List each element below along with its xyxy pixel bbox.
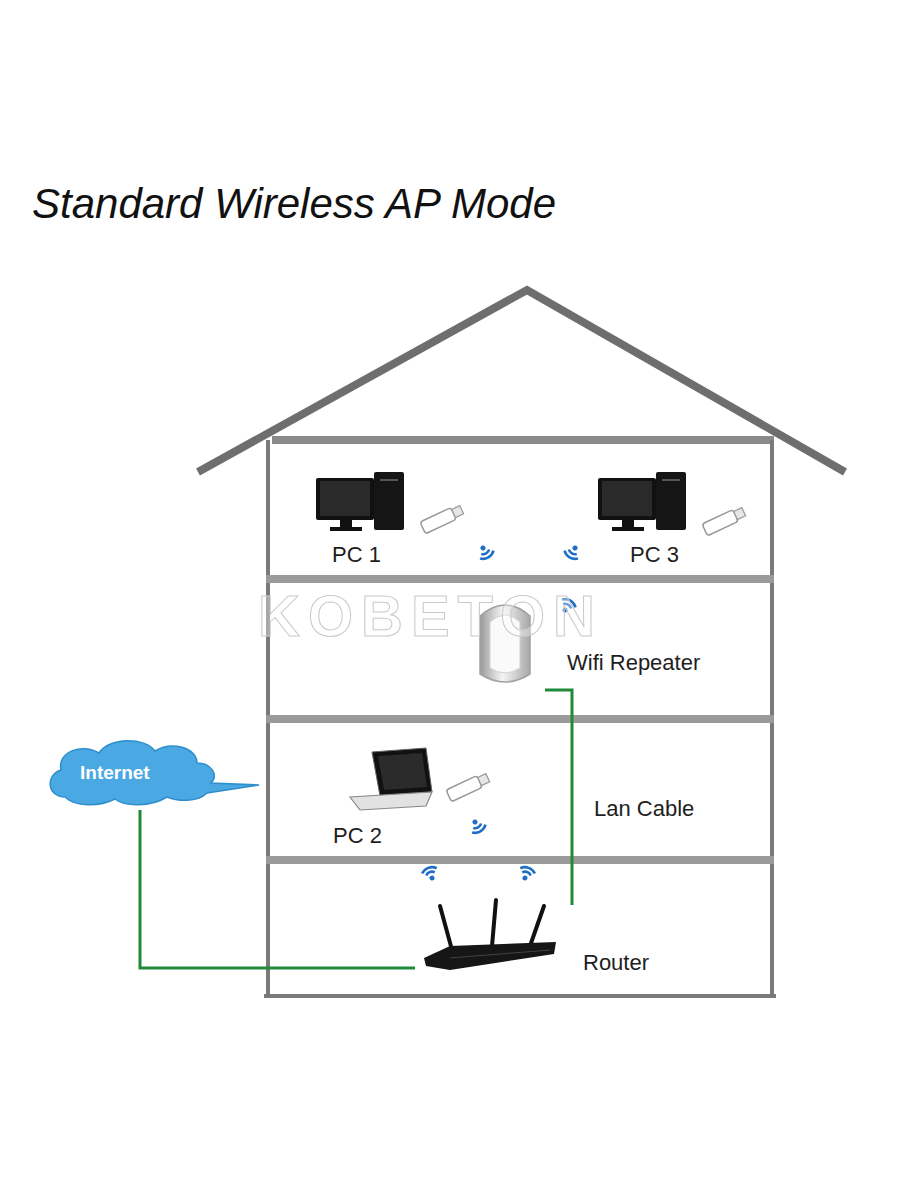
device-label-box: PC 3 bbox=[590, 470, 760, 572]
router-device bbox=[424, 900, 556, 970]
wifi-symbol bbox=[516, 864, 537, 884]
device-label-box: PC 1 bbox=[310, 470, 470, 572]
watermark: KOBETON bbox=[258, 582, 603, 649]
usb-dongle bbox=[446, 772, 490, 802]
usb-dongle bbox=[420, 504, 464, 534]
cable-label: Lan Cable bbox=[592, 796, 696, 822]
wifi-symbol bbox=[466, 815, 488, 836]
wifi-symbol bbox=[561, 541, 583, 562]
attic-floor bbox=[272, 436, 774, 444]
device-label: PC 2 bbox=[333, 823, 382, 849]
wifi-symbol bbox=[556, 595, 578, 616]
desktop-pc bbox=[316, 472, 404, 531]
ground-floor bbox=[264, 994, 776, 998]
device-label: PC 3 bbox=[630, 542, 679, 568]
cable-line bbox=[545, 690, 572, 905]
wifi-repeater-device bbox=[480, 605, 530, 682]
cable-line bbox=[140, 810, 415, 968]
device-label: Wifi Repeater bbox=[567, 650, 700, 676]
device-label: PC 1 bbox=[332, 542, 381, 568]
desktop-pc bbox=[598, 472, 686, 531]
device-label-box: Wifi Repeater bbox=[470, 592, 732, 690]
internet-cloud: Internet bbox=[45, 735, 260, 810]
laptop bbox=[350, 748, 432, 810]
wifi-symbol bbox=[474, 541, 496, 562]
usb-dongle bbox=[702, 506, 746, 536]
device-label-box: PC 2 bbox=[325, 745, 490, 853]
device-label: Router bbox=[583, 950, 649, 976]
floor bbox=[266, 575, 774, 583]
cloud-shape bbox=[45, 735, 260, 810]
device-label-box: Router bbox=[415, 905, 680, 980]
wifi-signals bbox=[420, 541, 584, 883]
wifi-symbol bbox=[420, 864, 441, 884]
cloud-label: Internet bbox=[80, 762, 150, 784]
roof bbox=[198, 290, 845, 472]
floor bbox=[266, 715, 774, 723]
floor bbox=[266, 856, 774, 864]
diagram-title: Standard Wireless AP Mode bbox=[32, 180, 556, 228]
